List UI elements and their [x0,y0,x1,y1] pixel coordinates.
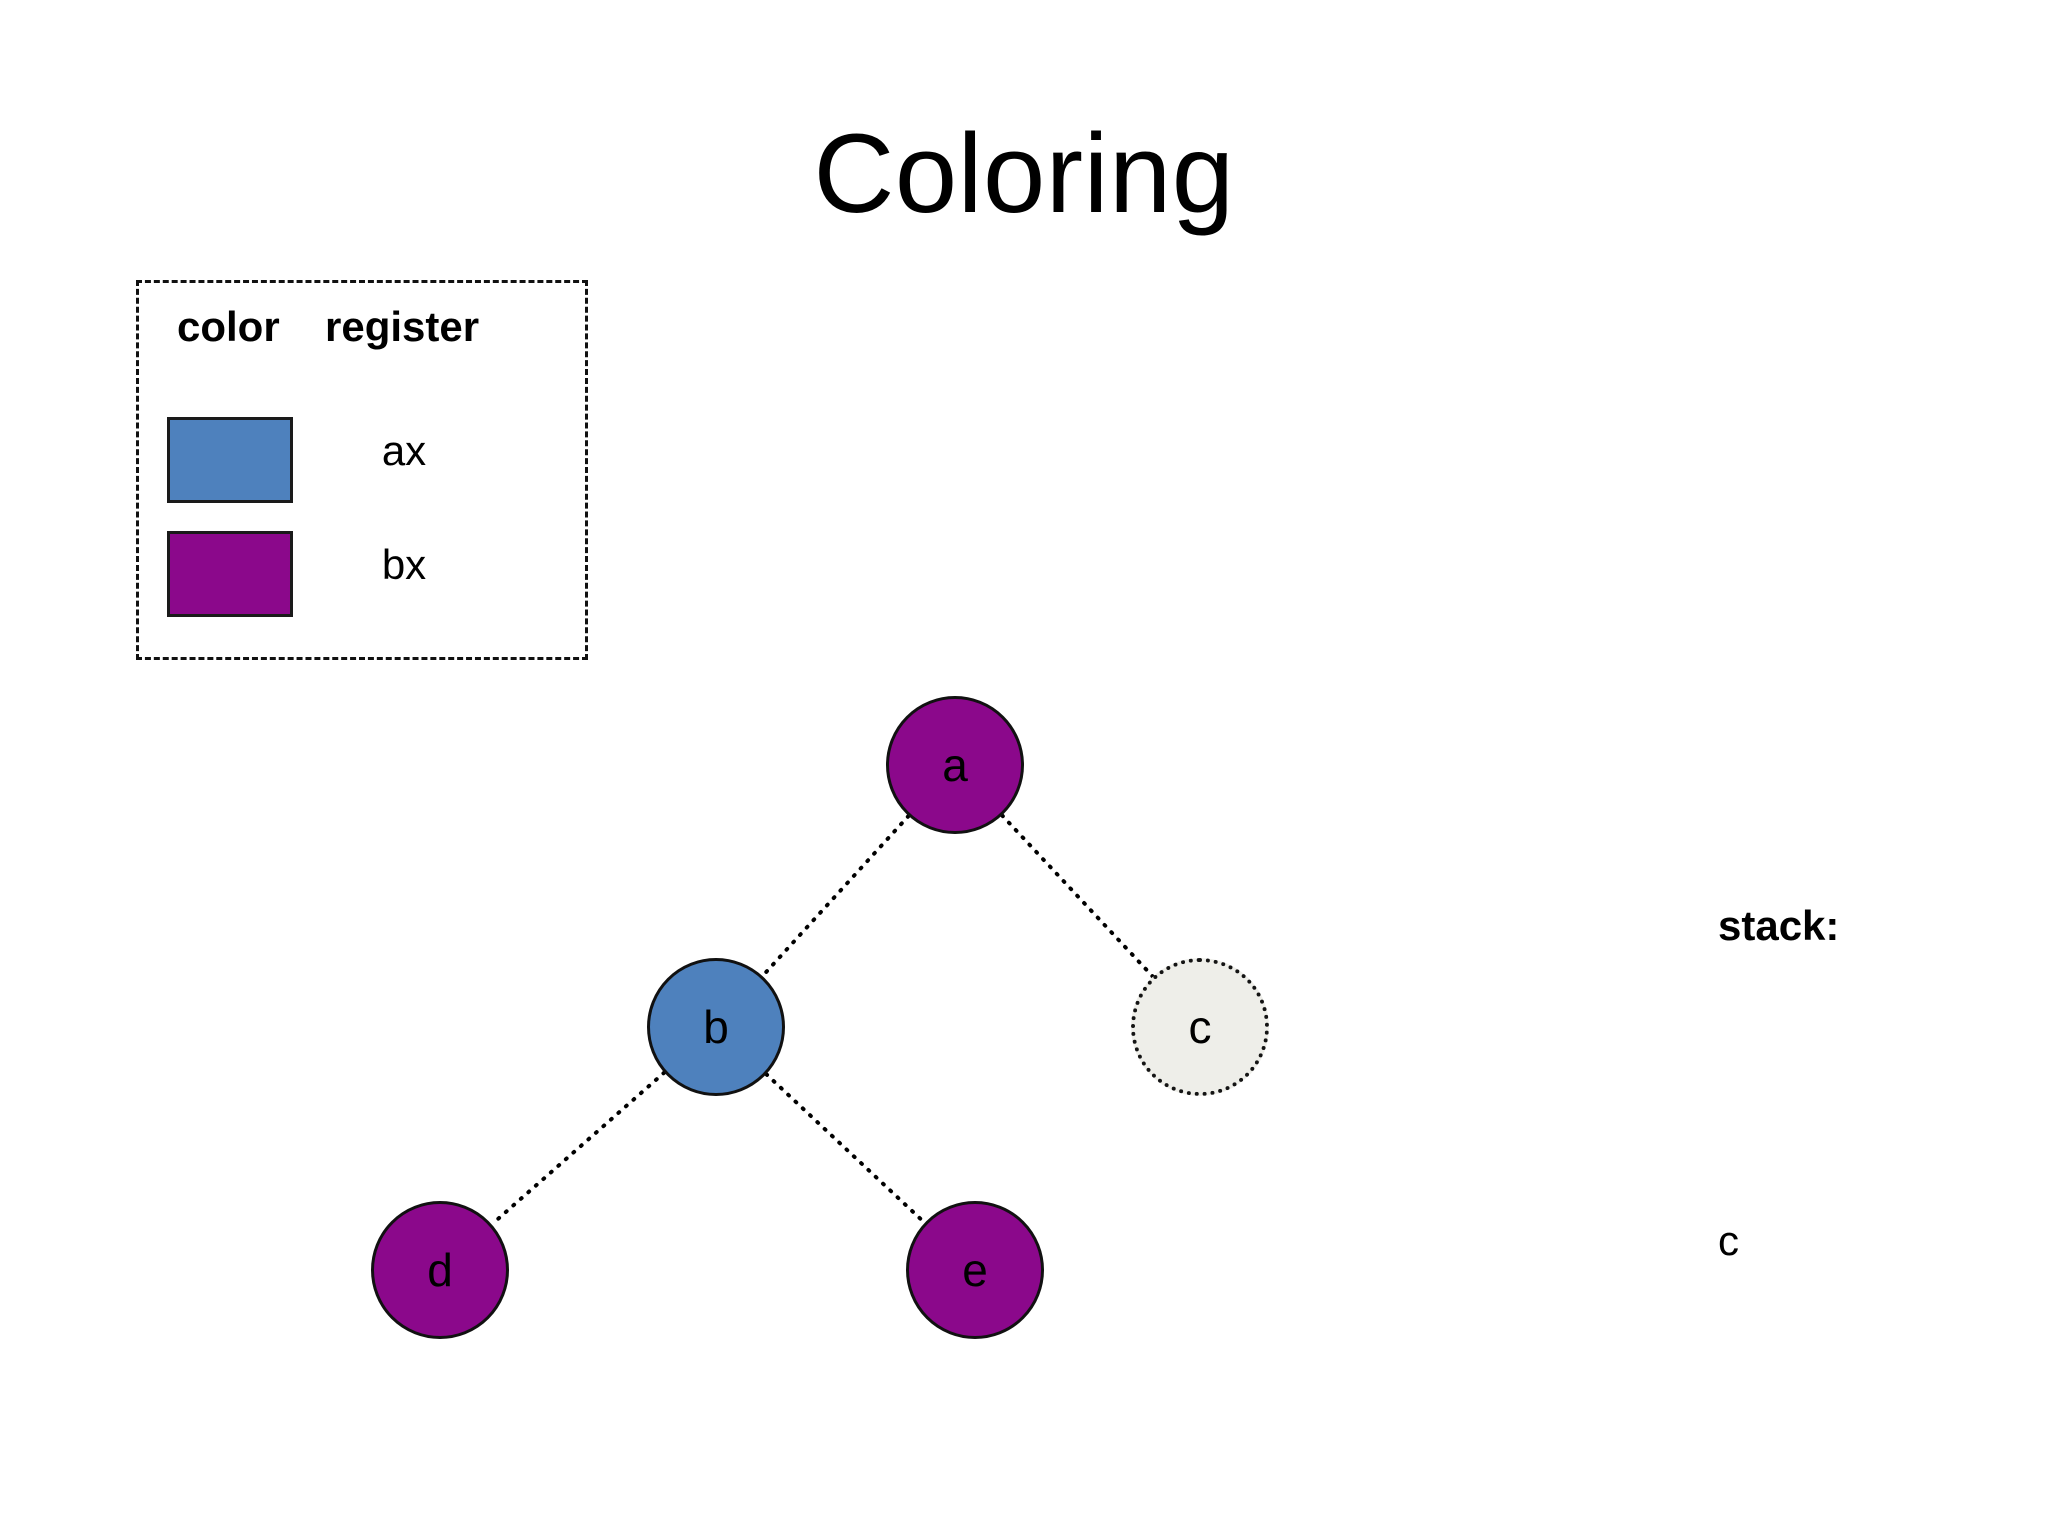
graph-node-d[interactable]: d [371,1201,509,1339]
graph-node-label-d: d [427,1244,453,1296]
graph-node-label-e: e [962,1244,988,1296]
color-register-legend: color register ax bx [136,280,588,660]
graph-node-label-b: b [703,1001,729,1053]
legend-register-bx: bx [381,541,427,588]
graph-edge-b-d [489,1070,667,1227]
legend-header-register: register [325,303,480,350]
legend-header-color: color [177,303,280,350]
graph-node-c[interactable]: c [1131,958,1269,1096]
graph-node-label-c: c [1188,1001,1212,1053]
legend-row-ax: ax [139,409,585,503]
page-title: Coloring [813,111,1235,236]
stack-label: stack: [1718,902,1840,949]
stack-items-list: c [1718,1215,1998,1268]
graph-node-e[interactable]: e [906,1201,1044,1339]
legend-swatch-bx [167,531,293,617]
legend-swatch-ax [167,417,293,503]
graph-edge-a-b [760,813,911,979]
legend-register-ax: ax [381,427,427,474]
graph-node-a[interactable]: a [886,696,1024,834]
graph-node-b[interactable]: b [647,958,785,1096]
graph-node-label-a: a [942,739,968,791]
graph-edge-a-c [1000,813,1155,979]
graph-edge-b-e [764,1072,927,1225]
legend-row-bx: bx [139,523,585,617]
stack-item: c [1718,1217,1739,1264]
